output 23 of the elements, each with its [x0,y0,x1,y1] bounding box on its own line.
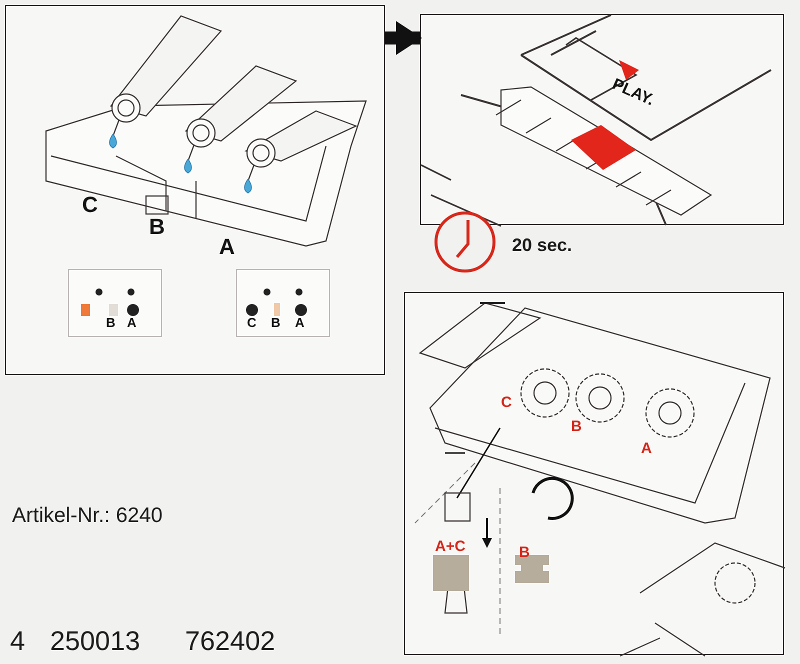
head-diagram [68,269,162,337]
part-letter: B [271,316,280,329]
duration-text: 20 sec. [512,235,572,256]
part-letter: B [149,216,165,238]
article-number: Artikel-Nr.: 6240 [12,505,163,526]
part-letter: C [82,194,98,216]
barcode-digits: 762402 [185,628,276,655]
part-letter: C [247,316,256,329]
barcode-digits: 4 [10,628,26,655]
part-letter: A [295,316,304,329]
part-letter: A [641,441,652,456]
head-diagram [236,269,330,337]
barcode-digits: 250013 [50,628,140,655]
arrow [385,21,422,55]
instruction-panel [5,5,385,375]
part-letter: B [519,545,530,560]
part-letter: A [219,236,235,258]
part-letter: C [501,395,512,410]
part-letter: B [571,419,582,434]
part-letter: A+C [435,539,466,554]
part-letter: B [106,316,116,329]
part-letter: A [127,316,136,329]
part-letter: PLAY. [610,76,656,110]
